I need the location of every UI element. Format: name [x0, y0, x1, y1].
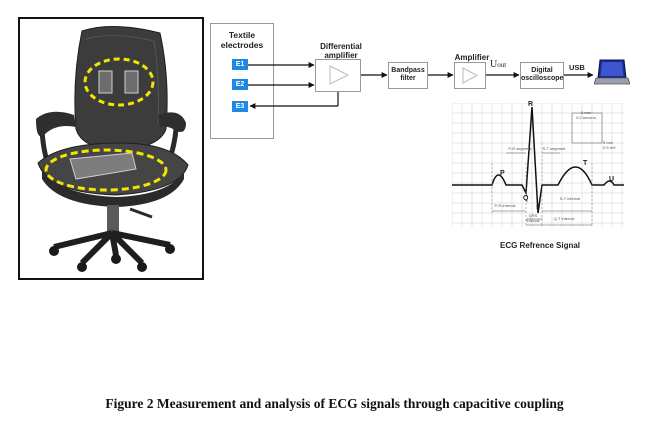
- differential-amplifier-label: Differential amplifier: [320, 42, 362, 60]
- grid-time-value-1: 5 mm: [581, 110, 591, 115]
- pr-segment-label: P-R segment: [508, 146, 532, 151]
- ecg-title: ECG Refrence Signal: [499, 241, 581, 250]
- output-voltage-symbol: U: [490, 59, 498, 70]
- st-segment-label: S-T segment: [542, 146, 566, 151]
- grid-time-label: 5 mm 0.2 second: [566, 110, 606, 120]
- qt-interval-label: Q-T interval: [553, 216, 575, 221]
- ecg-label-r: R: [528, 101, 534, 108]
- ecg-trace: [452, 106, 624, 214]
- ecg-label-p: P: [500, 170, 505, 177]
- ecg-label-q: Q: [523, 195, 529, 202]
- amplifier-box: [454, 62, 486, 89]
- laptop-icon: [594, 59, 630, 85]
- ecg-label-s: S: [536, 205, 541, 211]
- pr-interval-label: P-R interval: [494, 203, 516, 208]
- electrode-e1: E1: [232, 59, 248, 70]
- grid-volt-value-2: 0.5 mV: [603, 145, 616, 150]
- electrode-e2: E2: [232, 79, 248, 90]
- grid-volt-label: 5 mm 0.5 mV: [603, 140, 616, 150]
- bandpass-filter-box: [388, 62, 428, 89]
- st-interval-label: S-T interval: [559, 196, 581, 201]
- output-voltage-label: Uout: [490, 59, 506, 70]
- differential-amplifier-box: [315, 59, 361, 92]
- chair-photo-frame: [18, 17, 204, 280]
- electrode-e3: E3: [232, 101, 248, 112]
- amplifier-label: Amplifier: [454, 53, 490, 62]
- electrodes-title: Textile electrodes: [220, 30, 264, 50]
- amplifier-triangle-icon: [462, 67, 479, 84]
- ecg-reference-plot: [452, 103, 624, 227]
- figure-caption: Figure 2 Measurement and analysis of ECG…: [105, 396, 564, 411]
- output-voltage-subscript: out: [497, 61, 507, 69]
- usb-label: USB: [569, 63, 585, 72]
- office-chair-illustration: [36, 25, 189, 272]
- grid-volt-value-1: 5 mm: [603, 140, 613, 145]
- grid-time-value-2: 0.2 second: [576, 115, 596, 120]
- oscilloscope-label: Digital oscilloscope: [521, 67, 564, 82]
- bandpass-filter-label: Bandpass filter: [391, 67, 425, 82]
- qrs-interval-label: QRS interval: [526, 213, 540, 223]
- ecg-label-t: T: [583, 160, 588, 167]
- ecg-grid: [452, 103, 624, 227]
- amplifier-triangle-icon: [329, 65, 350, 85]
- ecg-label-u: U: [609, 176, 615, 183]
- oscilloscope-box: [520, 62, 564, 89]
